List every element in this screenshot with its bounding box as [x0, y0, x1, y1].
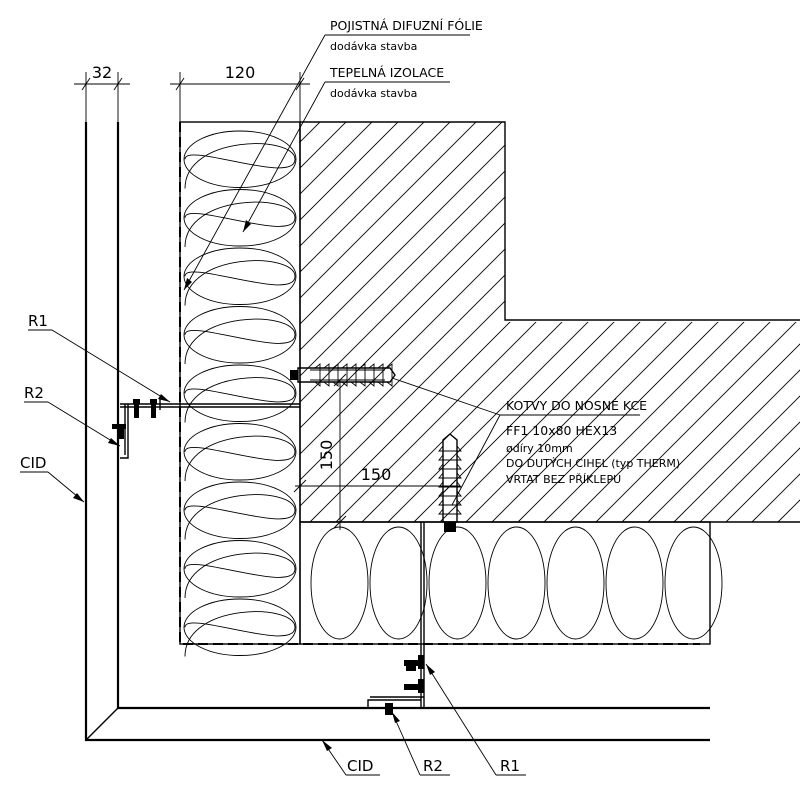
- insulation-ellipse: [546, 526, 605, 640]
- insulation-ellipse: [428, 526, 487, 640]
- anchor-label: KOTVY DO NOSNÉ KCE FF1 10x80 HEX13 ødíry…: [391, 377, 680, 506]
- dim-150-horizontal-text: 150: [361, 465, 392, 484]
- r2-bottom-text: R2: [423, 757, 443, 775]
- insulation-ellipse: [183, 306, 297, 364]
- anchor-line4: VRTAT BEZ PŘÍKLEPU: [506, 473, 621, 486]
- r1-left-text: R1: [28, 312, 48, 330]
- label-r1-left: R1: [28, 312, 171, 403]
- hatch-line: [300, 122, 497, 522]
- anchor-tooth: [368, 363, 375, 387]
- label-cid-bottom: CID: [321, 739, 380, 776]
- insulation-ellipse: [487, 526, 546, 640]
- cid-bottom-text: CID: [347, 757, 373, 775]
- insulation-ellipse: [183, 598, 297, 656]
- insulation-ellipse: [183, 130, 297, 188]
- hatch-line: [300, 122, 419, 522]
- anchor-tooth: [359, 363, 366, 387]
- insulation-ellipse: [369, 526, 428, 640]
- insulation-ellipse: [664, 526, 723, 640]
- anchor-tooth: [386, 363, 393, 387]
- hatch-line: [595, 122, 800, 522]
- insulation-loop: [184, 260, 296, 306]
- label-r1-bottom: R1: [425, 663, 526, 776]
- insulation-loop: [184, 201, 296, 248]
- insulation-loop: [184, 611, 296, 657]
- wall-outline-step: [300, 121, 800, 321]
- insulation-loop: [184, 552, 296, 599]
- hatch-line: [300, 122, 549, 522]
- anchor-tooth: [350, 363, 357, 387]
- vertical-insulation: [179, 121, 301, 657]
- foil-sub: dodávka stavba: [330, 40, 417, 53]
- insulation-loop: [184, 318, 296, 365]
- label-r2-left: R2: [24, 384, 121, 447]
- anchor-tooth: [438, 463, 462, 470]
- dimension-32: 32: [74, 63, 130, 122]
- cladding-panel-outer: [84, 122, 710, 742]
- insulation-sub: dodávka stavba: [330, 87, 417, 100]
- insulation-title: TEPELNÁ IZOLACE: [329, 65, 444, 80]
- hatch-line: [621, 122, 800, 522]
- anchor-tooth: [341, 363, 348, 387]
- insulation-loop: [184, 377, 296, 423]
- anchor-tooth: [438, 454, 462, 461]
- r1-bottom-text: R1: [500, 757, 520, 775]
- dimension-120: 120: [170, 63, 310, 122]
- dim-32-text: 32: [92, 63, 112, 82]
- anchor-vertical: [438, 433, 462, 532]
- dim-150-vertical-text: 150: [317, 440, 336, 471]
- insulation-ellipse: [183, 481, 297, 539]
- anchor-tooth: [438, 472, 462, 479]
- dim-120-text: 120: [225, 63, 256, 82]
- anchor-tooth: [323, 363, 330, 387]
- insulation-ellipse: [183, 247, 297, 305]
- anchor-tooth: [438, 490, 462, 497]
- hatch-line: [673, 122, 800, 522]
- dimension-150-vertical: 150: [317, 373, 347, 530]
- insulation-ellipse: [183, 540, 297, 598]
- insulation-loop: [184, 435, 296, 482]
- foil-title: POJISTNÁ DIFUZNÍ FÓLIE: [330, 18, 483, 33]
- anchor-title: KOTVY DO NOSNÉ KCE: [506, 398, 647, 413]
- hatch-line: [725, 122, 800, 522]
- anchor-line1: FF1 10x80 HEX13: [506, 423, 617, 438]
- insulation-ellipse: [605, 526, 664, 640]
- hatch-line: [300, 122, 367, 522]
- anchor-tooth: [377, 363, 384, 387]
- hatch-line: [300, 122, 471, 522]
- hatch-line: [300, 122, 393, 522]
- r2-left-text: R2: [24, 384, 44, 402]
- label-r2-bottom: R2: [391, 711, 450, 776]
- anchor-tooth: [438, 445, 462, 452]
- insulation-ellipse: [183, 364, 297, 422]
- rail-horizontal-wall: [367, 522, 425, 715]
- hatch-line: [300, 122, 523, 522]
- foil-label: POJISTNÁ DIFUZNÍ FÓLIE dodávka stavba: [183, 18, 483, 291]
- hatch-line: [300, 122, 445, 522]
- label-cid-left: CID: [20, 454, 85, 503]
- insulation-ellipse: [310, 526, 369, 640]
- anchor-line2: ødíry 10mm: [506, 442, 573, 455]
- insulation-ellipse: [183, 423, 297, 481]
- screw-r1-upper: [112, 399, 157, 439]
- anchor-line3: DO DUTÝCH CIHEL (typ THERM): [506, 457, 680, 470]
- hatch-line: [300, 122, 575, 522]
- anchor-tooth: [438, 481, 462, 488]
- anchor-tooth: [438, 508, 462, 515]
- cid-left-text: CID: [20, 454, 46, 472]
- insulation-loop: [184, 494, 296, 540]
- hatch-line: [0, 102, 2, 522]
- insulation-label: TEPELNÁ IZOLACE dodávka stavba: [242, 65, 450, 233]
- hatch-line: [0, 102, 106, 522]
- dimension-150-horizontal: 150: [293, 465, 460, 493]
- anchor-tooth: [314, 363, 321, 387]
- insulation-loop: [184, 143, 296, 189]
- horizontal-insulation: [299, 521, 723, 645]
- hatch-line: [647, 122, 800, 522]
- hatch-line: [699, 122, 800, 522]
- diffusion-foil: [179, 122, 700, 645]
- anchor-tooth: [438, 499, 462, 506]
